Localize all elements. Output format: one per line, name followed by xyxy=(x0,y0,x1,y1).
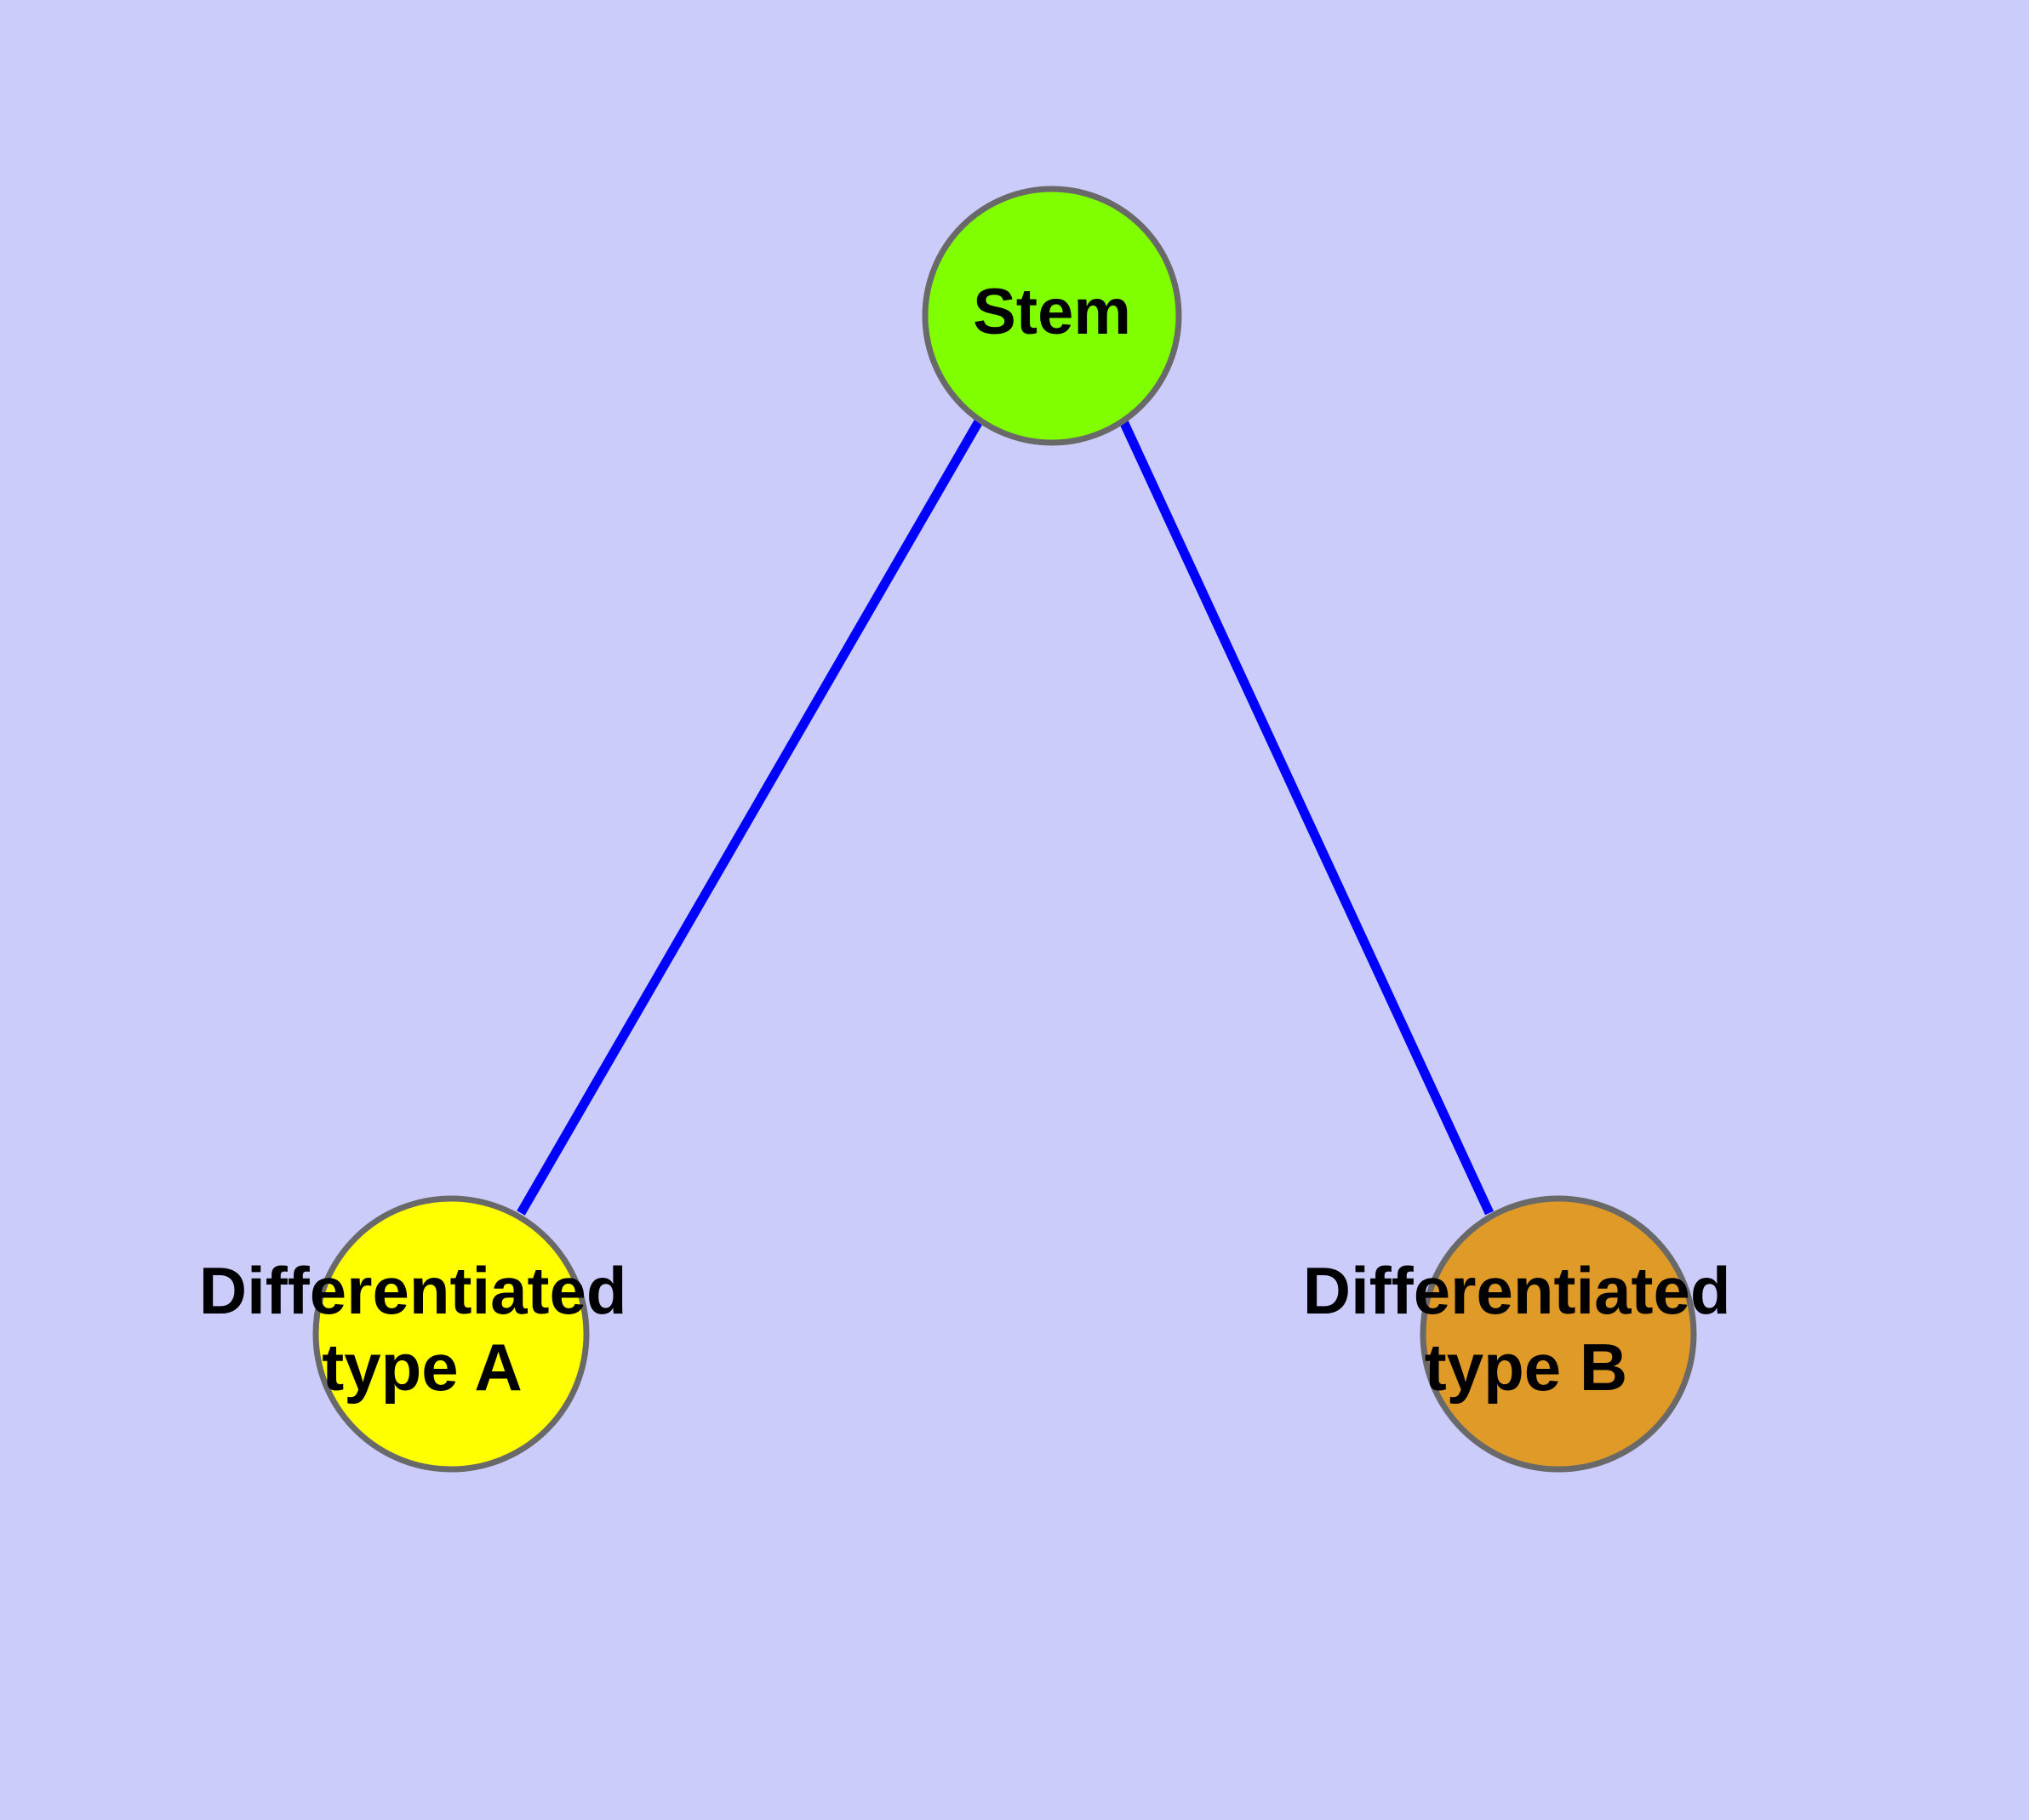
node-differentiated-type-a[interactable]: Differentiated type A xyxy=(199,1195,645,1473)
node-label-stem: Stem xyxy=(973,276,1131,348)
node-label-differentiated-type-a: Differentiated type A xyxy=(199,1252,645,1404)
edges-layer xyxy=(517,419,1494,1216)
node-label-differentiated-type-b: Differentiated type B xyxy=(1303,1252,1749,1404)
nodes-layer: Stem Differentiated type A Differentiate… xyxy=(199,186,1749,1473)
node-stem[interactable]: Stem xyxy=(922,186,1182,446)
node-circle-differentiated-type-b[interactable] xyxy=(1420,1195,1697,1473)
node-circle-differentiated-type-a[interactable] xyxy=(312,1195,590,1473)
edge-stem-to-differentiated-type-a[interactable] xyxy=(517,419,983,1216)
node-circle-stem[interactable] xyxy=(922,186,1182,446)
node-differentiated-type-b[interactable]: Differentiated type B xyxy=(1303,1195,1749,1473)
edge-stem-to-differentiated-type-b[interactable] xyxy=(1119,419,1494,1216)
